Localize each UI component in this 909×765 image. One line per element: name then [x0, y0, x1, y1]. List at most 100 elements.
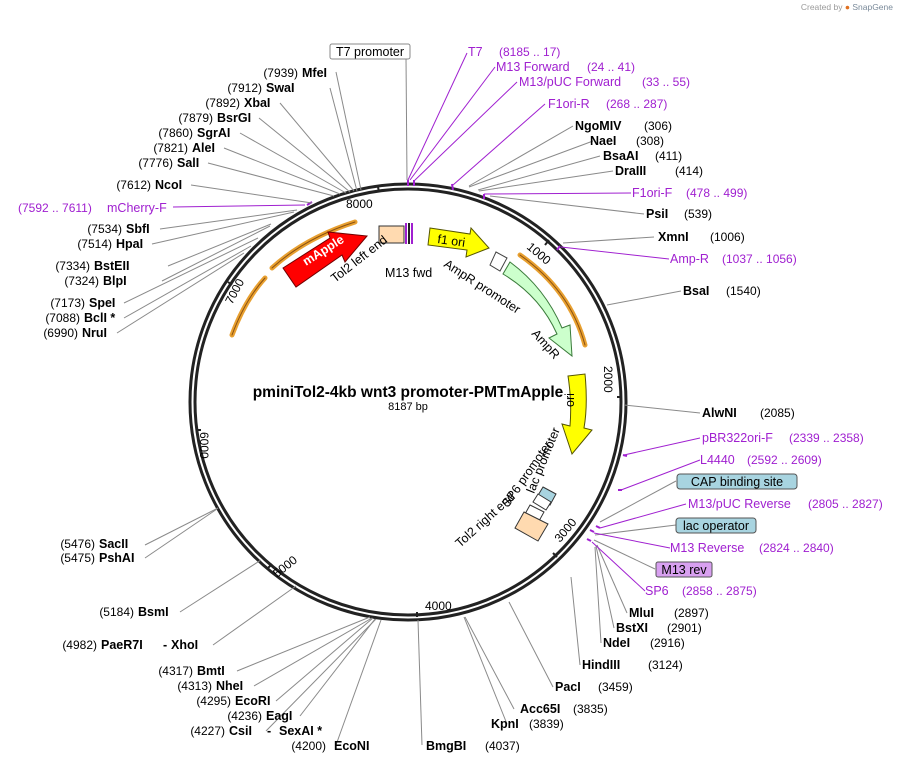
primer-leader-lines — [407, 52, 701, 592]
tol2-right-end-feature[interactable] — [514, 511, 549, 542]
enzyme-name[interactable]: NheI — [216, 679, 243, 693]
enzyme-pos: (414) — [675, 164, 703, 178]
enzyme-pos: (7612) — [116, 178, 151, 192]
snapgene-logo-icon: ● — [844, 2, 850, 12]
enzyme-name[interactable]: NruI — [82, 326, 107, 340]
primer-name[interactable]: M13 Forward — [496, 60, 570, 74]
enzyme-name[interactable]: NcoI — [155, 178, 182, 192]
enzyme-pos: (308) — [636, 134, 664, 148]
enzyme-name[interactable]: BclI * — [84, 311, 115, 325]
enzyme-pos: (539) — [684, 207, 712, 221]
enzyme-name[interactable]: NaeI — [590, 134, 616, 148]
lac-cluster-feature[interactable] — [524, 486, 557, 522]
enzyme-name[interactable]: BstEII — [94, 259, 129, 273]
primer-name[interactable]: Amp-R — [670, 252, 709, 266]
enzyme-name[interactable]: EcoRI — [235, 694, 270, 708]
enzyme-name[interactable]: HindIII — [582, 658, 620, 672]
enzyme-name[interactable]: EcoNI — [334, 739, 369, 753]
primer-range: (1037 .. 1056) — [722, 252, 797, 266]
enzyme-name[interactable]: SgrAI — [197, 126, 230, 140]
enzyme-name[interactable]: Acc65I — [520, 702, 560, 716]
enzyme-name[interactable]: NgoMIV — [575, 119, 622, 133]
enzyme-name[interactable]: SbfI — [126, 222, 150, 236]
brand-created-by: Created by — [800, 2, 843, 12]
enzyme-name[interactable]: BmtI — [197, 664, 225, 678]
enzyme-pos: (4227) — [190, 724, 225, 738]
enzyme-pos: (4037) — [485, 739, 520, 753]
primer-name[interactable]: F1ori-F — [632, 186, 673, 200]
enzyme-name[interactable]: SacII — [99, 537, 128, 551]
orf-arc-left-inner — [231, 277, 266, 336]
ori-feature[interactable]: ori — [561, 373, 593, 456]
primer-name[interactable]: M13/pUC Forward — [519, 75, 621, 89]
enzyme-pos: (7088) — [45, 311, 80, 325]
enzyme-name[interactable]: SwaI — [266, 81, 295, 95]
primer-name[interactable]: pBR322ori-F — [702, 431, 773, 445]
enzyme-name[interactable]: HpaI — [116, 237, 143, 251]
primer-range: (33 .. 55) — [642, 75, 690, 89]
enzyme-name[interactable]: BstXI — [616, 621, 648, 635]
enzyme-name[interactable]: XbaI — [244, 96, 270, 110]
tick-label-8000: 8000 — [346, 197, 373, 211]
enzyme-pos: (3459) — [598, 680, 633, 694]
enzyme-name[interactable]: PaeR7I — [101, 638, 143, 652]
enzyme-name[interactable]: DraIII — [615, 164, 646, 178]
primer-name[interactable]: T7 — [468, 45, 483, 59]
primer-name[interactable]: M13/pUC Reverse — [688, 497, 791, 511]
enzyme-name[interactable]: SexAI * — [279, 724, 322, 738]
enzyme-name[interactable]: BlpI — [103, 274, 127, 288]
enzyme-pos: (3124) — [648, 658, 683, 672]
primer-range: (2805 .. 2827) — [808, 497, 883, 511]
enzyme-name[interactable]: BsrGI — [217, 111, 251, 125]
enzyme-name[interactable]: MluI — [629, 606, 654, 620]
enzyme-name[interactable]: BsmI — [138, 605, 169, 619]
enzyme-pos: (7912) — [227, 81, 262, 95]
primer-name[interactable]: F1ori-R — [548, 97, 590, 111]
enzyme-name[interactable]: PshAI — [99, 551, 134, 565]
right-enzyme-labels: NgoMIV (306) NaeI (308) BsaAI (411) DraI… — [426, 119, 795, 753]
enzyme-name[interactable]: SalI — [177, 156, 199, 170]
primer-name[interactable]: M13 Reverse — [670, 541, 744, 555]
right-leader-lines — [417, 125, 701, 746]
enzyme-name[interactable]: BsaAI — [603, 149, 638, 163]
enzyme-name[interactable]: AlwNI — [702, 406, 737, 420]
enzyme-pos: (3835) — [573, 702, 608, 716]
orf-arc-right-inner — [519, 254, 586, 346]
enzyme-name[interactable]: AleI — [192, 141, 215, 155]
m13-fwd-label: M13 fwd — [385, 266, 432, 280]
brand-logo-text: SnapGene — [852, 2, 893, 12]
enzyme-pos: (7821) — [153, 141, 188, 155]
m13-rev-box[interactable]: M13 rev — [655, 561, 713, 578]
enzyme-pos: (7534) — [87, 222, 122, 236]
tol2-left-end-feature[interactable] — [378, 223, 413, 244]
enzyme-pos: (4313) — [177, 679, 212, 693]
cap-binding-site-box[interactable]: CAP binding site — [676, 473, 798, 490]
enzyme-name[interactable]: XhoI — [171, 638, 198, 652]
enzyme-name[interactable]: KpnI — [491, 717, 519, 731]
primer-name[interactable]: mCherry-F — [107, 201, 167, 215]
lac-operator-box[interactable]: lac operator — [675, 517, 757, 534]
enzyme-pos: (5476) — [60, 537, 95, 551]
f1-ori-feature[interactable]: f1 ori — [427, 226, 490, 258]
enzyme-name[interactable]: PacI — [555, 680, 581, 694]
enzyme-name[interactable]: PsiI — [646, 207, 668, 221]
enzyme-pos: (1006) — [710, 230, 745, 244]
m13-rev-label: M13 rev — [661, 563, 707, 577]
primer-name[interactable]: SP6 — [645, 584, 669, 598]
enzyme-name[interactable]: BsaI — [683, 284, 709, 298]
enzyme-name[interactable]: BmgBI — [426, 739, 466, 753]
enzyme-pos: (4200) — [291, 739, 326, 753]
ampr-promoter-feature[interactable] — [489, 251, 508, 272]
primer-name[interactable]: L4440 — [700, 453, 735, 467]
enzyme-name[interactable]: XmnI — [658, 230, 689, 244]
enzyme-name[interactable]: MfeI — [302, 66, 327, 80]
enzyme-name[interactable]: EagI — [266, 709, 292, 723]
ampr-feature[interactable] — [502, 261, 573, 358]
enzyme-pos: (7892) — [205, 96, 240, 110]
primer-range: (2858 .. 2875) — [682, 584, 757, 598]
enzyme-name[interactable]: CsiI — [229, 724, 252, 738]
enzyme-name[interactable]: NdeI — [603, 636, 630, 650]
t7-promoter-box[interactable]: T7 promoter — [329, 43, 411, 60]
enzyme-name[interactable]: SpeI — [89, 296, 115, 310]
